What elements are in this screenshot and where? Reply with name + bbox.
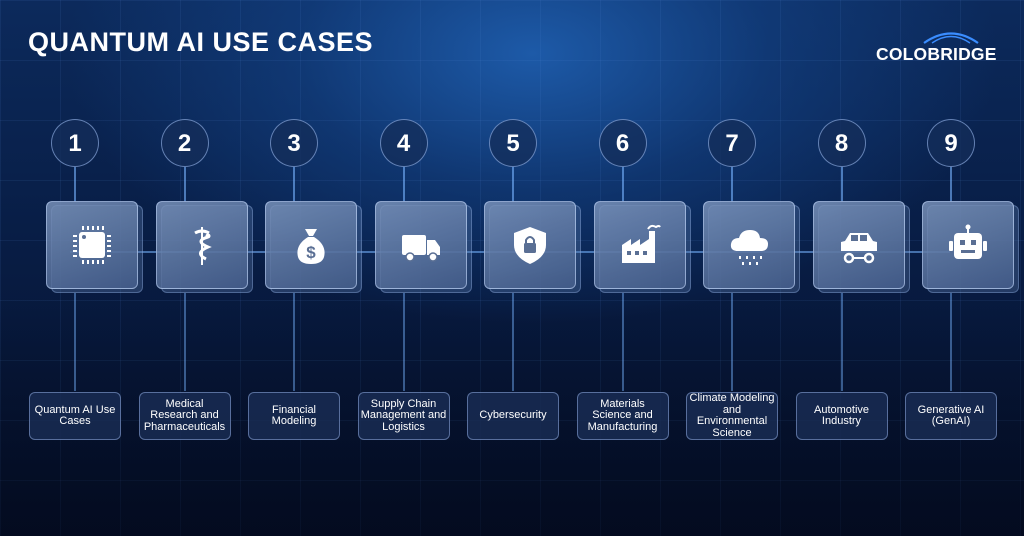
step-number: 1 (51, 119, 99, 167)
connector-line (840, 293, 843, 391)
connector-line (183, 293, 186, 391)
use-case-column: 3 $ Financial Modeling (240, 0, 362, 536)
step-number: 2 (160, 119, 209, 167)
connector-line (293, 293, 295, 391)
connector-line (74, 167, 76, 202)
money-bag-icon: $ (297, 229, 325, 264)
step-number: 8 (817, 119, 866, 167)
step-number: 4 (379, 119, 428, 167)
chip-icon (73, 226, 111, 264)
use-case-label: Quantum AI Use Cases (29, 392, 121, 440)
icon-card (155, 201, 248, 289)
connector-line (183, 167, 186, 202)
svg-text:$: $ (306, 243, 316, 262)
icon-card (46, 201, 138, 289)
connector-line (731, 167, 733, 202)
use-case-label: Financial Modeling (248, 392, 340, 440)
connector-line (621, 167, 624, 202)
connector-line (621, 293, 624, 391)
use-case-label: Generative AI (GenAI) (905, 392, 997, 440)
connector-line (731, 293, 733, 391)
connector-line (512, 293, 514, 391)
icon-card (812, 201, 905, 289)
step-number: 9 (927, 119, 975, 167)
step-number: 5 (489, 119, 537, 167)
caduceus-icon (193, 227, 212, 265)
shield-lock-icon (514, 227, 546, 264)
connector-line (950, 167, 952, 202)
step-number: 3 (270, 119, 318, 167)
connector-line (512, 167, 514, 202)
car-icon (840, 233, 877, 264)
truck-icon (401, 235, 440, 262)
connector-line (402, 167, 405, 202)
connector-line (74, 293, 76, 391)
use-case-label: Supply Chain Management and Logistics (357, 392, 450, 440)
colobridge-logo: COLOBRIDGE (874, 30, 996, 66)
icon-card: $ (265, 201, 357, 289)
icon-card (484, 201, 576, 289)
use-case-label: Climate Modeling and Environmental Scien… (686, 392, 778, 440)
cloud-rain-icon (730, 230, 768, 265)
robot-icon (949, 224, 987, 259)
step-number: 6 (598, 119, 647, 167)
connector-line (840, 167, 843, 202)
use-case-label: Cybersecurity (467, 392, 559, 440)
icon-card (922, 201, 1014, 289)
connector-line (950, 293, 952, 391)
icon-card (593, 201, 686, 289)
use-case-label: Medical Research and Pharmaceuticals (138, 392, 231, 440)
connector-line (293, 167, 295, 202)
use-case-label: Automotive Industry (795, 392, 888, 440)
logo-arc-icon (923, 32, 979, 44)
icon-card (374, 201, 467, 289)
logo-text: COLOBRIDGE (876, 44, 997, 64)
factory-icon (621, 224, 661, 263)
use-case-label: Materials Science and Manufacturing (576, 392, 669, 440)
page-title: QUANTUM AI USE CASES (28, 27, 374, 57)
connector-line (402, 293, 405, 391)
icon-card (703, 201, 795, 289)
step-number: 7 (708, 119, 756, 167)
